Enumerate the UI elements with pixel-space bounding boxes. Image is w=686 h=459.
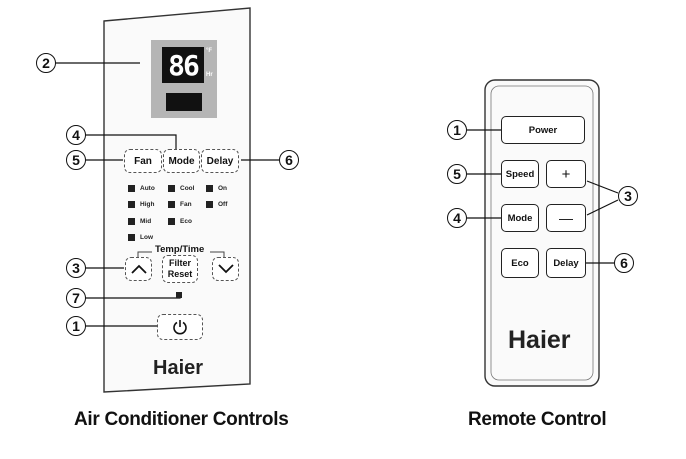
unit-hour-label: Hr (206, 72, 213, 78)
led-on (206, 185, 213, 192)
led-off (206, 201, 213, 208)
temp-down-button[interactable] (212, 257, 239, 281)
led-label-on: On (218, 185, 228, 192)
led-label-cool: Cool (180, 185, 195, 192)
remote-speed-button[interactable]: Speed (501, 160, 539, 188)
led-mid (128, 218, 135, 225)
remote-delay-button[interactable]: Delay (546, 248, 586, 278)
temperature-readout: 86 (162, 47, 204, 83)
power-button[interactable] (157, 314, 203, 340)
remote-callout-5: 5 (447, 164, 467, 184)
power-icon (173, 320, 187, 335)
led-eco (168, 218, 175, 225)
temp-time-label: Temp/Time (154, 244, 206, 255)
callout-6: 6 (279, 150, 299, 170)
remote-brand-logo: Haier (508, 326, 571, 354)
remote-minus-button[interactable]: — (546, 204, 586, 232)
remote-caption: Remote Control (468, 409, 607, 430)
chevron-down-icon (217, 264, 234, 274)
callout-2: 2 (36, 53, 56, 73)
led-label-auto: Auto (140, 185, 155, 192)
led-label-low: Low (140, 234, 153, 241)
callout-4: 4 (66, 125, 86, 145)
remote-plus-button[interactable]: + (546, 160, 586, 188)
callout-5: 5 (66, 150, 86, 170)
filter-reset-button[interactable]: Filter Reset (162, 255, 198, 283)
remote-callout-1: 1 (447, 120, 467, 140)
callout-1: 1 (66, 316, 86, 336)
fan-button[interactable]: Fan (124, 149, 162, 173)
led-low (128, 234, 135, 241)
secondary-display (166, 93, 202, 111)
ac-brand-logo: Haier (153, 357, 204, 379)
led-label-eco: Eco (180, 218, 192, 225)
led-auto (128, 185, 135, 192)
filter-indicator-led (176, 292, 182, 298)
mode-button[interactable]: Mode (163, 149, 200, 173)
temp-up-button[interactable] (125, 257, 152, 281)
remote-mode-button[interactable]: Mode (501, 204, 539, 232)
ac-caption: Air Conditioner Controls (74, 409, 289, 430)
remote-callout-6: 6 (614, 253, 634, 273)
led-label-fan: Fan (180, 201, 192, 208)
led-cool (168, 185, 175, 192)
remote-power-button[interactable]: Power (501, 116, 585, 144)
led-fan (168, 201, 175, 208)
led-label-mid: Mid (140, 218, 152, 225)
remote-callout-4: 4 (447, 208, 467, 228)
remote-eco-button[interactable]: Eco (501, 248, 539, 278)
callout-7: 7 (66, 288, 86, 308)
callout-3: 3 (66, 258, 86, 278)
delay-button[interactable]: Delay (201, 149, 239, 173)
chevron-up-icon (130, 264, 147, 274)
remote-callout-3: 3 (618, 186, 638, 206)
led-high (128, 201, 135, 208)
unit-fahrenheit-label: °F (206, 48, 213, 54)
led-label-off: Off (218, 201, 228, 208)
led-label-high: High (140, 201, 155, 208)
